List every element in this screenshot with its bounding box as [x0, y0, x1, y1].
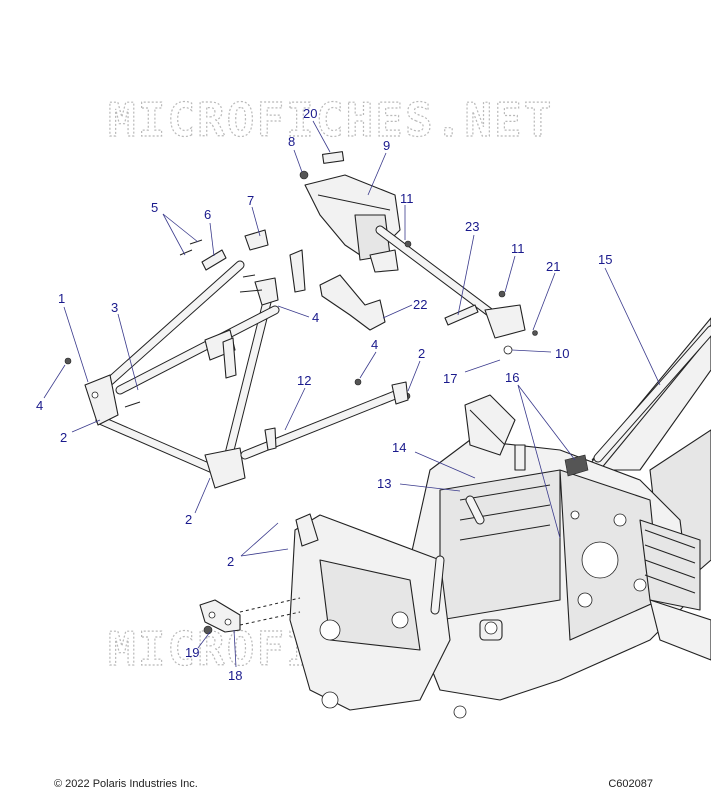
callout-14: 14 [392, 440, 406, 455]
leader-lines [43, 120, 661, 668]
callout-labels: 20 8 9 11 23 11 21 15 10 17 16 5 6 7 4 1… [36, 106, 612, 683]
main-chassis [289, 317, 711, 719]
callout-11-right: 11 [511, 241, 525, 256]
tube-12 [240, 381, 409, 460]
callout-8: 8 [288, 134, 295, 149]
diagram-code: C602087 [608, 778, 653, 790]
callout-12: 12 [297, 373, 311, 388]
callout-11-top: 11 [400, 191, 414, 206]
callout-2-left: 2 [60, 430, 67, 445]
front-frame [64, 229, 411, 489]
callout-2-right: 2 [418, 346, 425, 361]
callout-17: 17 [443, 371, 457, 386]
callout-9: 9 [383, 138, 390, 153]
bracket-18 [199, 597, 301, 635]
callout-7: 7 [247, 193, 254, 208]
callout-22: 22 [413, 297, 427, 312]
watermark-top: MICROFICHES.NET [108, 93, 553, 147]
bracket-22 [319, 274, 386, 331]
callout-20: 20 [303, 106, 317, 121]
copyright-text: © 2022 Polaris Industries Inc. [54, 778, 198, 790]
callout-19: 19 [185, 645, 199, 660]
callout-2-lower: 2 [185, 512, 192, 527]
callout-10: 10 [555, 346, 569, 361]
callout-6: 6 [204, 207, 211, 222]
callout-13: 13 [377, 476, 391, 491]
callout-4-left: 4 [36, 398, 43, 413]
steering-post [299, 151, 538, 355]
callout-23: 23 [465, 219, 479, 234]
callout-21: 21 [546, 259, 560, 274]
callout-1: 1 [58, 291, 65, 306]
callout-5: 5 [151, 200, 158, 215]
callout-18: 18 [228, 668, 242, 683]
callout-15: 15 [598, 252, 612, 267]
callout-3: 3 [111, 300, 118, 315]
callout-4-top: 4 [312, 310, 319, 325]
callout-16: 16 [505, 370, 519, 385]
callout-2-bottom: 2 [227, 554, 234, 569]
callout-4-mid: 4 [371, 337, 378, 352]
